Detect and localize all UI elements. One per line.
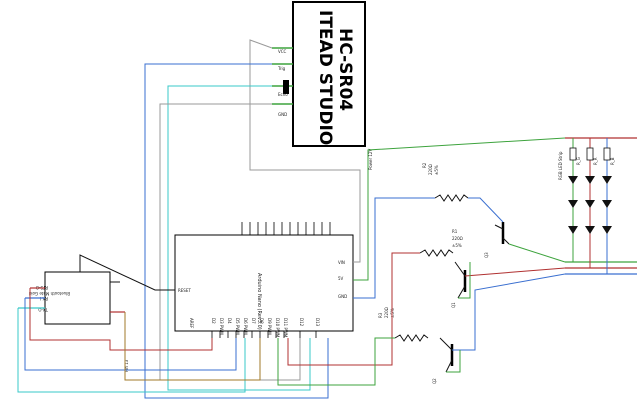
pin-label-aref: AREF xyxy=(189,318,194,329)
sensor-echo-marker xyxy=(283,80,289,94)
pin-label-d3: D3 PWM xyxy=(219,318,224,335)
pin-label-gnd: GND xyxy=(338,294,347,299)
pin-label-reset: RESET xyxy=(178,288,191,293)
transistor-q1: Q1 xyxy=(451,261,467,308)
resistor-r3: R3 220Ω ±5% xyxy=(378,307,429,342)
wire-q2-strip xyxy=(452,273,566,351)
wire-q3-strip xyxy=(508,243,566,263)
pin-label-d5: D5 PWM xyxy=(235,318,240,335)
wire-r1 xyxy=(287,252,420,366)
wire-q2-emitter xyxy=(446,350,461,373)
sensor-pin-gnd: GND xyxy=(272,103,293,117)
wire-bt-rx xyxy=(24,298,237,371)
arduino-nano: Arduino Nano (Rev3.0) D2 D3 PWM D4 D5 PW… xyxy=(174,222,354,338)
power-label: Power 12V xyxy=(368,149,373,170)
sensor-pin-vcc-label: VCC xyxy=(278,49,287,54)
q1-label: Q1 xyxy=(451,302,456,308)
sensor-body xyxy=(292,1,366,147)
wire-trig xyxy=(144,63,329,399)
sensor-pin-gnd-label: GND xyxy=(278,112,287,117)
pin-label-vin: VIN xyxy=(338,260,345,265)
pin-label-d10: D10 PWM xyxy=(275,318,280,338)
r1-value: 220Ω xyxy=(452,236,463,241)
wire-r2-q3 xyxy=(468,197,504,223)
pin-label-d2: D2 xyxy=(211,318,216,324)
sensor-title: HC-SR04 xyxy=(335,28,355,111)
arduino-top-header xyxy=(241,222,331,235)
led-resistor-b: R_B xyxy=(610,157,615,165)
r3-name: R3 xyxy=(378,312,383,318)
wire-bt-vcc xyxy=(124,312,261,381)
pin-label-5v: 5V xyxy=(338,276,344,281)
bluetooth-body xyxy=(44,271,111,325)
sensor-pin-vcc: VCC xyxy=(272,47,293,54)
bt-pin-label: Pin 13 xyxy=(124,359,129,372)
wire-vcc xyxy=(249,39,361,263)
led-resistor-r: R_R xyxy=(593,157,598,165)
wire-bt-reset xyxy=(79,254,175,291)
arduino-body xyxy=(174,234,354,332)
wire-q1-strip xyxy=(464,267,566,277)
bluetooth-label: Bluetooth Mate Gold xyxy=(28,291,70,296)
led-strip-label: RGB LED Strip xyxy=(558,151,563,180)
arduino-label: Arduino Nano (Rev3.0) xyxy=(256,273,262,330)
pin-label-d11: D11 PWM xyxy=(283,318,288,338)
wire-q1-emitter xyxy=(458,262,471,299)
pin-label-d4: D4 xyxy=(227,318,232,324)
wire-r3 xyxy=(277,337,395,386)
sensor-pin-echo: Echo xyxy=(272,80,293,97)
wire-echo xyxy=(167,85,311,391)
sensor-pin-echo-label: Echo xyxy=(278,92,288,97)
pin-label-d7: D7 xyxy=(251,318,256,324)
q2-label: Q2 xyxy=(432,378,437,384)
wire-bt-tx xyxy=(17,308,246,393)
bt-pin-tx: TX-O xyxy=(38,307,49,312)
pin-label-d6: D6 PWM xyxy=(243,318,248,335)
wire-power xyxy=(353,137,566,281)
arduino-bottom-pin-labels: D2 D3 PWM D4 D5 PWM D6 PWM D7 D8 D9 PWM … xyxy=(211,318,320,338)
rgb-led-strip: RGB LED Strip R_G R_R R_B xyxy=(558,137,637,275)
bluetooth-module: Bluetooth Mate Gold RTS-O RX-I TX-O xyxy=(18,271,125,325)
sensor-pin-trig-label: Trig xyxy=(277,66,286,71)
hc-sr04-module: HC-SR04 ITEAD STUDIO VCC Trig Echo GND xyxy=(272,1,366,147)
r2-value: 220Ω xyxy=(428,164,433,175)
r1-tol: ±5% xyxy=(452,243,462,248)
pin-label-d8: D8 xyxy=(259,318,264,324)
resistor-r2: R2 220Ω ±5% xyxy=(422,162,469,202)
wire-bt-rts xyxy=(29,288,213,351)
wire-r2 xyxy=(353,197,435,299)
pin-label-d12: D12 xyxy=(299,318,304,327)
arduino-bottom-header xyxy=(211,331,317,338)
pin-label-d13: D13 xyxy=(315,318,320,327)
transistor-q2: Q2 xyxy=(432,337,454,384)
sensor-pin-trig: Trig xyxy=(272,63,293,71)
wires xyxy=(17,39,566,399)
r2-name: R2 xyxy=(422,162,427,168)
led-resistor-g: R_G xyxy=(576,157,581,165)
sensor-subtitle: ITEAD STUDIO xyxy=(315,10,335,145)
r3-value: 220Ω xyxy=(384,307,389,318)
transistor-q3: Q3 xyxy=(484,222,510,258)
pin-label-d9: D9 PWM xyxy=(267,318,272,335)
resistor-r1: R1 220Ω ±5% xyxy=(419,229,463,257)
r2-tol: ±5% xyxy=(434,165,439,175)
q3-label: Q3 xyxy=(484,252,489,258)
r1-name: R1 xyxy=(452,229,458,234)
